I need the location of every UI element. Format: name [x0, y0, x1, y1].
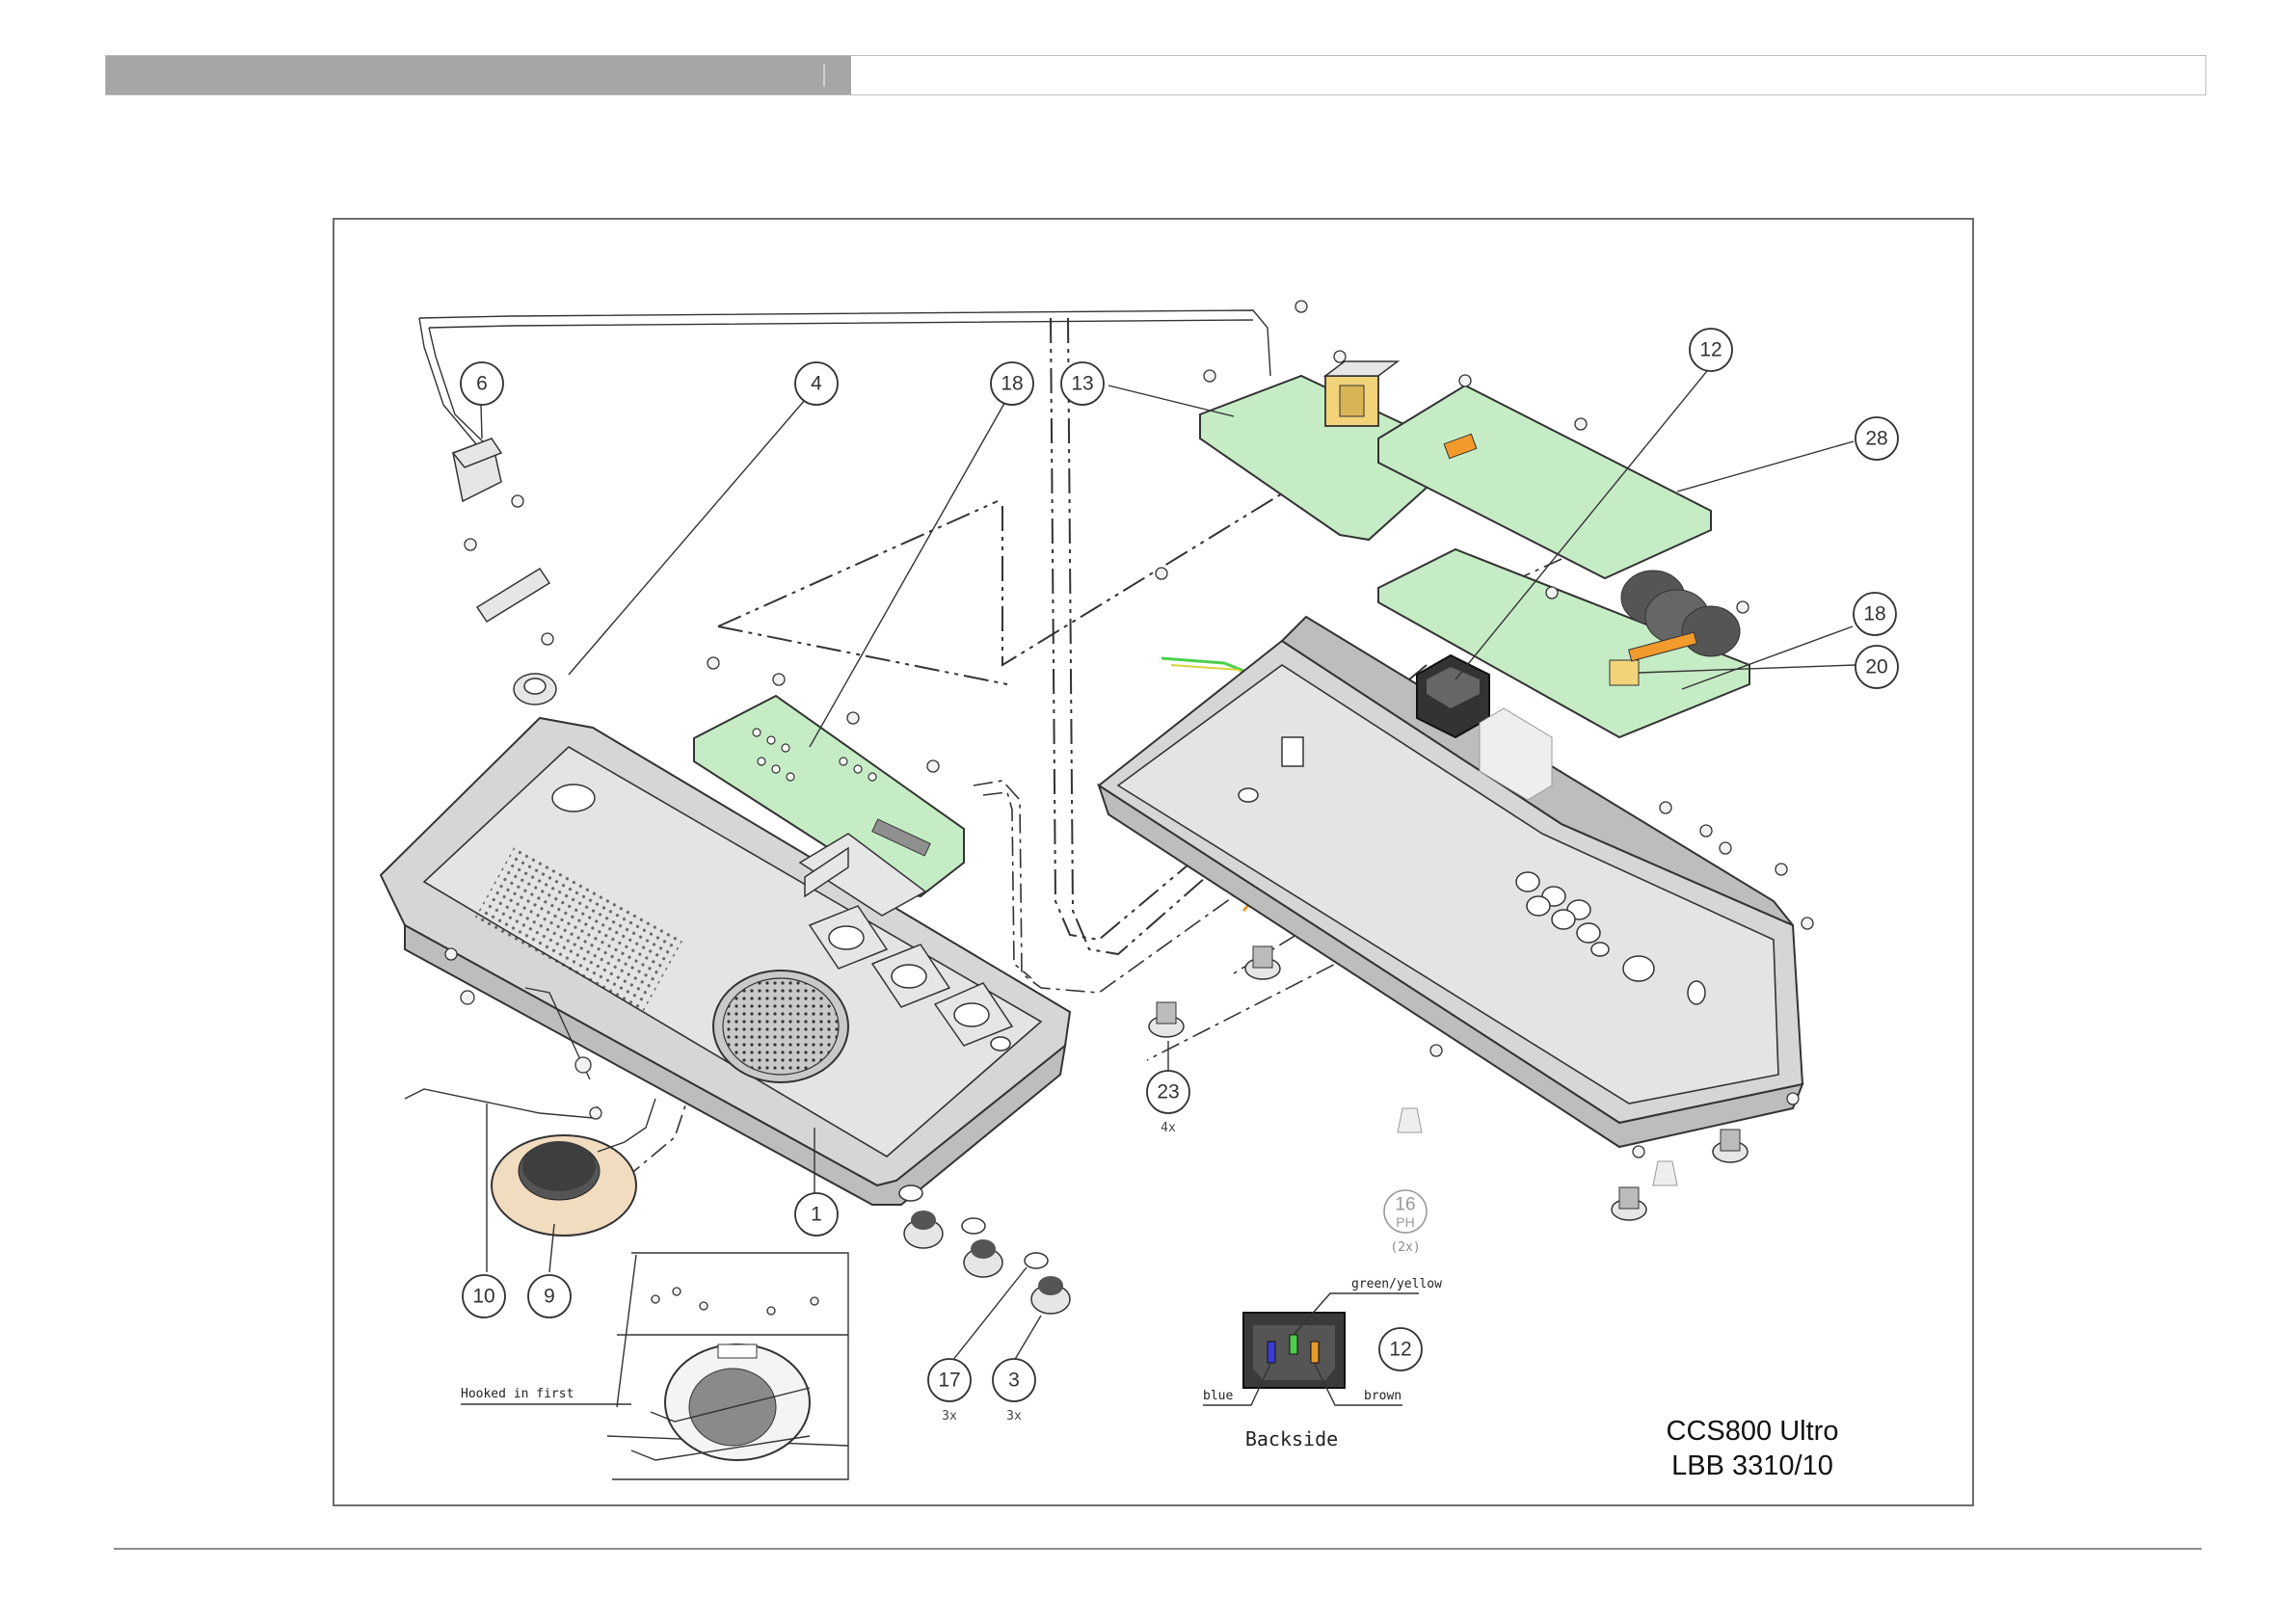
backside-caption: Backside [1245, 1427, 1338, 1450]
svg-text:4: 4 [811, 373, 822, 395]
callout-13: 13 [1061, 362, 1104, 405]
svg-text:PH: PH [1396, 1214, 1414, 1230]
svg-text:(2x): (2x) [1390, 1240, 1420, 1255]
callout-23: 23 4x [1147, 1071, 1189, 1135]
loudspeaker [492, 1099, 655, 1236]
callout-12a: 12 [1690, 329, 1732, 371]
svg-text:18: 18 [1863, 603, 1885, 625]
callout-20: 20 [1855, 646, 1898, 688]
footer-rule [114, 1548, 2202, 1550]
pin-green [1290, 1335, 1297, 1354]
bracket-plate [477, 569, 549, 622]
callout-17: 17 3x [928, 1359, 971, 1423]
callout-18b: 18 [1854, 593, 1896, 635]
callout-3: 3 3x [993, 1359, 1035, 1423]
controller-pcb [1378, 386, 1711, 578]
callout-10: 10 [463, 1275, 505, 1317]
wire-blue-label: blue [1203, 1389, 1233, 1403]
pin-brown [1311, 1342, 1319, 1363]
svg-text:4x: 4x [1161, 1121, 1176, 1135]
svg-text:28: 28 [1865, 428, 1887, 450]
model-name: CCS800 Ultro [1667, 1416, 1839, 1447]
callout-16: 16 PH (2x) [1384, 1190, 1427, 1255]
svg-text:3x: 3x [942, 1409, 957, 1423]
svg-text:17: 17 [938, 1370, 960, 1392]
front-housing [381, 718, 1070, 1205]
model-number: LBB 3310/10 [1671, 1450, 1833, 1481]
callout-6: 6 [461, 362, 503, 405]
svg-text:20: 20 [1865, 656, 1887, 678]
spring-clip [405, 1089, 598, 1118]
wire-green-yellow-label: green/yellow [1351, 1277, 1442, 1291]
detail-inset: Hooked in first [461, 1253, 848, 1479]
svg-text:13: 13 [1071, 373, 1093, 395]
callout-12b: 12 [1379, 1328, 1422, 1370]
callout-9: 9 [528, 1275, 571, 1317]
callout-28: 28 [1855, 417, 1898, 460]
svg-text:10: 10 [472, 1286, 494, 1308]
svg-text:16: 16 [1395, 1195, 1415, 1215]
wire-brown-label: brown [1364, 1389, 1402, 1403]
svg-text:9: 9 [544, 1286, 555, 1308]
svg-text:3: 3 [1008, 1370, 1020, 1392]
svg-text:23: 23 [1157, 1081, 1179, 1104]
svg-text:6: 6 [476, 373, 488, 395]
svg-text:12: 12 [1389, 1339, 1411, 1361]
callout-1: 1 [795, 1193, 838, 1236]
svg-text:3x: 3x [1006, 1409, 1022, 1423]
push-buttons [899, 1185, 1070, 1314]
svg-text:1: 1 [811, 1204, 822, 1226]
volume-knob [514, 674, 556, 705]
svg-text:12: 12 [1699, 339, 1722, 361]
fan-part [453, 439, 501, 501]
svg-text:18: 18 [1001, 373, 1023, 395]
callout-18a: 18 [991, 362, 1033, 405]
detail-note: Hooked in first [461, 1387, 574, 1401]
callout-4: 4 [795, 362, 838, 405]
pin-blue [1268, 1342, 1275, 1363]
